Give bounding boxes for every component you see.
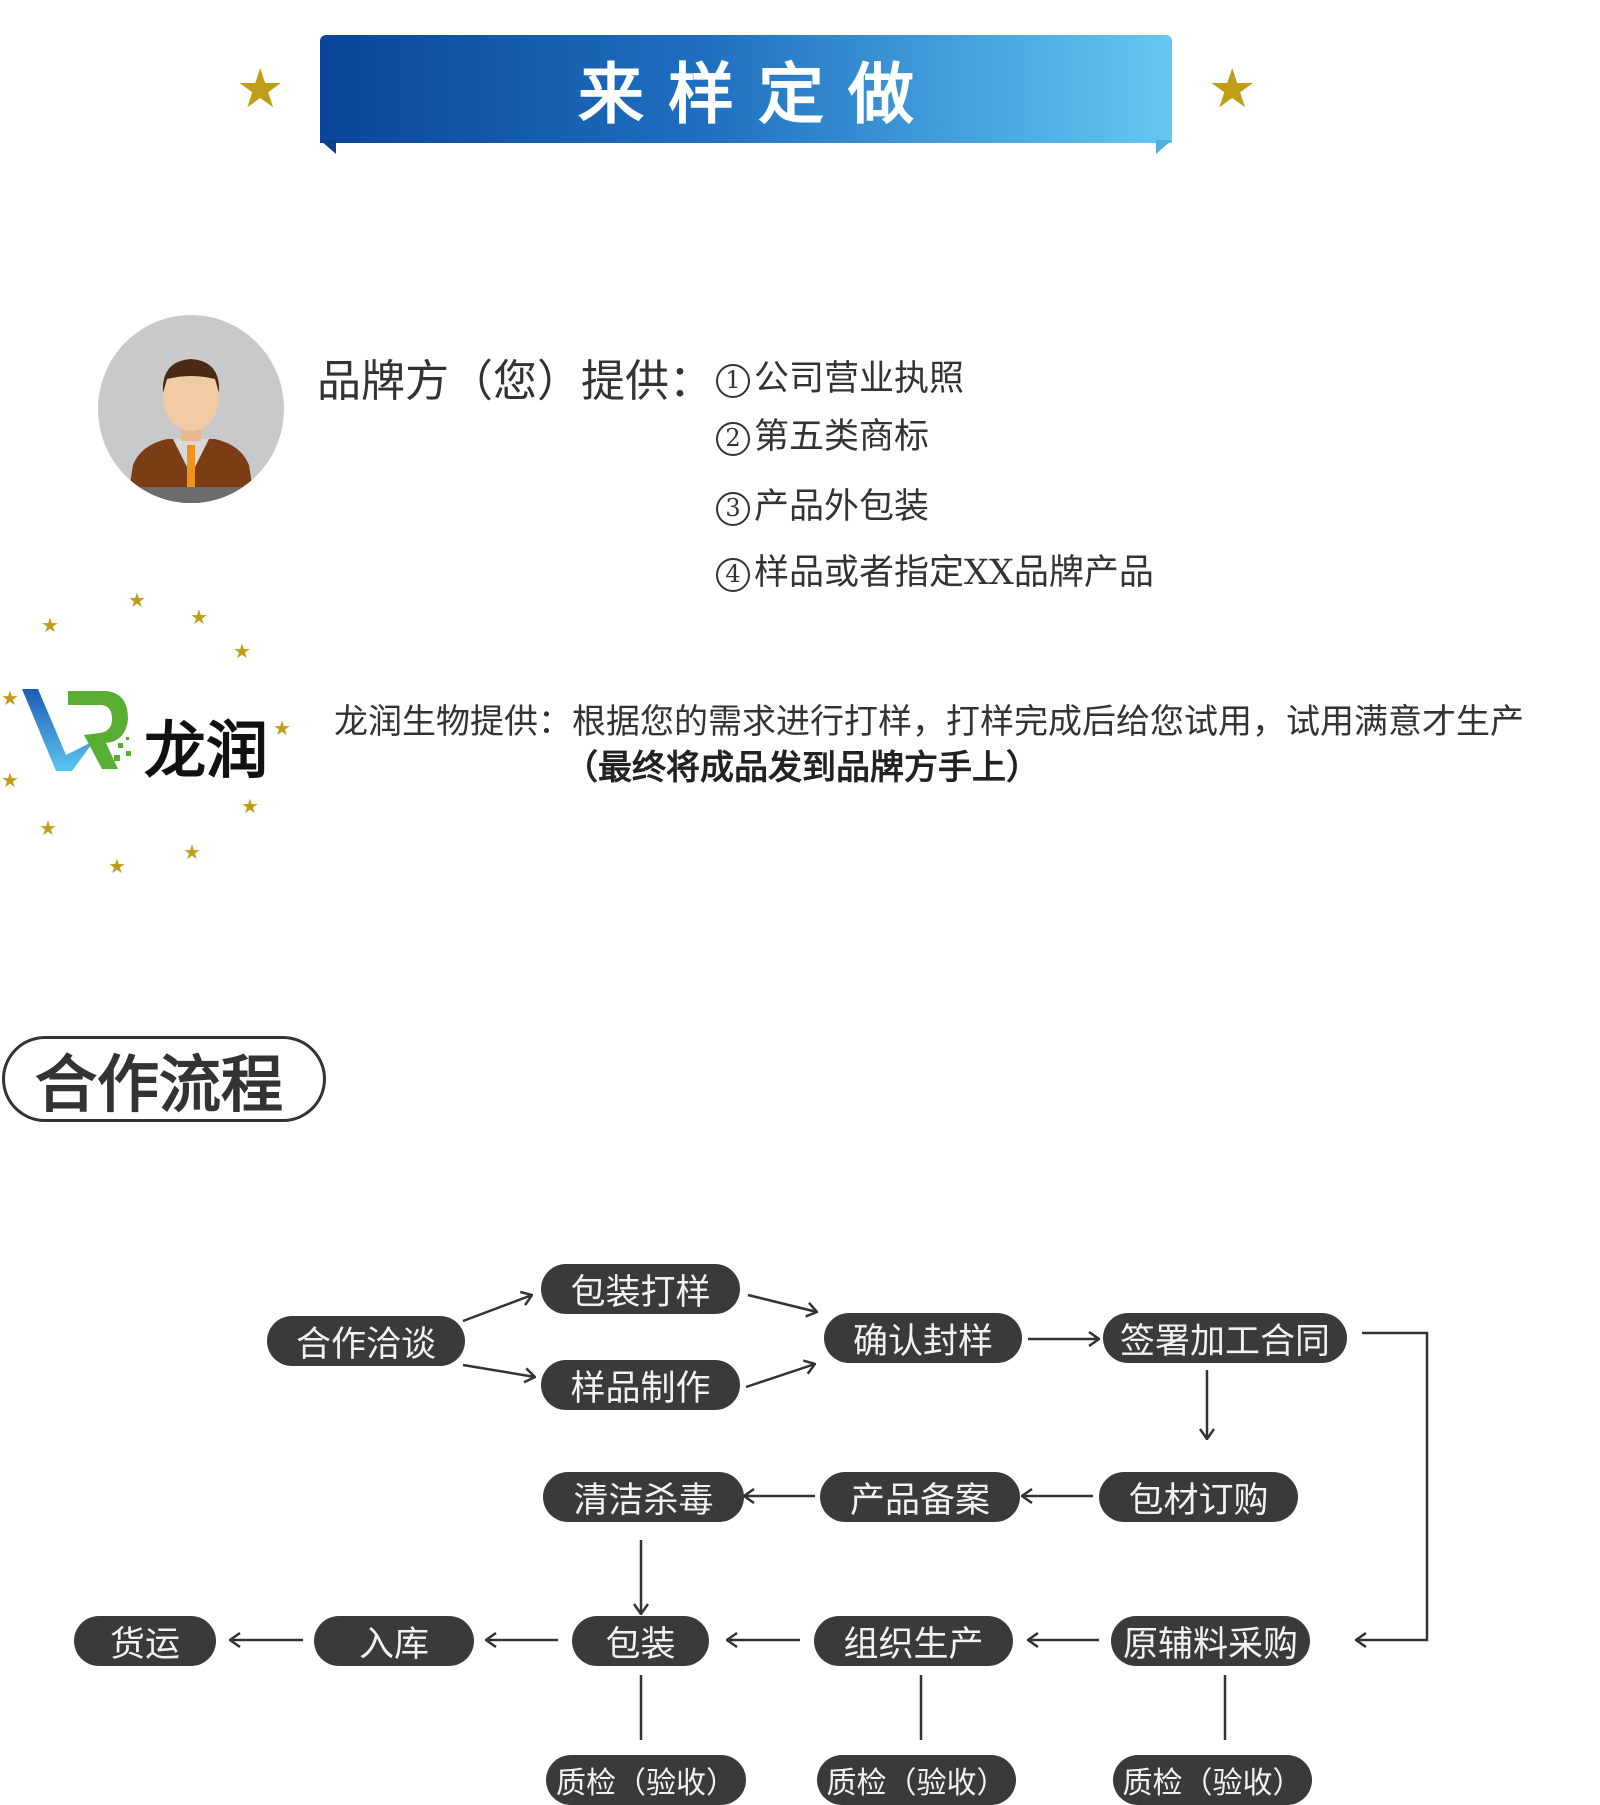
star-icon: ★: [108, 854, 126, 878]
arrow: [747, 1293, 817, 1312]
delivery-note: （最终将成品发到品牌方手上）: [564, 748, 1040, 788]
arrow: [462, 1295, 532, 1323]
flow-node-qc: 质检（验收）: [817, 1755, 1016, 1805]
avatar: [98, 315, 284, 503]
banner-title: 来样定做: [578, 56, 938, 133]
flow-node-pack-purchase: 包材订购: [1099, 1472, 1298, 1522]
star-icon: ★: [39, 816, 57, 840]
star-icon: ★: [236, 57, 285, 120]
flow-node-shipping: 货运: [74, 1616, 216, 1666]
item-number: 2: [716, 421, 750, 456]
arrow: [1356, 1331, 1429, 1640]
star-icon: ★: [41, 613, 59, 637]
item-text: 产品外包装: [754, 487, 930, 527]
flow-node-qc: 质检（验收）: [1113, 1755, 1312, 1805]
star-icon: ★: [241, 794, 259, 818]
flow-node-pack-sample: 包装打样: [541, 1264, 740, 1314]
star-icon: ★: [190, 605, 208, 629]
flow-node-contract: 签署加工合同: [1103, 1313, 1347, 1363]
flow-node-confirm: 确认封样: [824, 1313, 1022, 1363]
star-icon: ★: [1, 768, 19, 792]
flow-node-clean: 清洁杀毒: [543, 1472, 744, 1522]
title-banner: 来样定做: [320, 35, 1172, 143]
flow-node-production: 组织生产: [814, 1616, 1013, 1666]
item-text: 第五类商标: [754, 417, 930, 457]
company-logo-text: 龙润: [144, 714, 269, 787]
star-icon: ★: [128, 588, 146, 612]
process-title: 合作流程: [34, 1048, 283, 1121]
star-icon: ★: [1, 686, 19, 710]
flow-node-filing: 产品备案: [820, 1472, 1020, 1522]
item-number: 4: [716, 557, 750, 592]
banner-ribbon-ends: [320, 140, 1172, 154]
flow-node-storage: 入库: [314, 1616, 474, 1666]
flow-node-packing: 包装: [572, 1616, 709, 1666]
star-icon: ★: [1208, 57, 1257, 120]
item-text: 公司营业执照: [754, 359, 965, 399]
brand-provides-label: 品牌方（您）提供：: [317, 356, 713, 407]
flow-node-material: 原辅料采购: [1111, 1616, 1310, 1666]
flow-node-qc: 质检（验收）: [546, 1755, 746, 1805]
arrow: [745, 1364, 815, 1389]
company-provides-text: 龙润生物提供：根据您的需求进行打样，打样完成后给您试用，试用满意才生产: [334, 702, 1524, 742]
flow-node-negotiate: 合作洽谈: [267, 1316, 465, 1366]
company-logo-mark: [22, 689, 131, 771]
flow-node-sample-make: 样品制作: [541, 1360, 740, 1410]
item-text: 样品或者指定XX品牌产品: [754, 553, 1154, 593]
star-icon: ★: [183, 840, 201, 864]
arrow: [462, 1363, 535, 1377]
star-icon: ★: [233, 639, 251, 663]
star-icon: ★: [273, 716, 291, 740]
item-number: 3: [716, 491, 750, 526]
item-number: 1: [716, 363, 750, 398]
process-section-header: 合作流程: [2, 1036, 326, 1122]
